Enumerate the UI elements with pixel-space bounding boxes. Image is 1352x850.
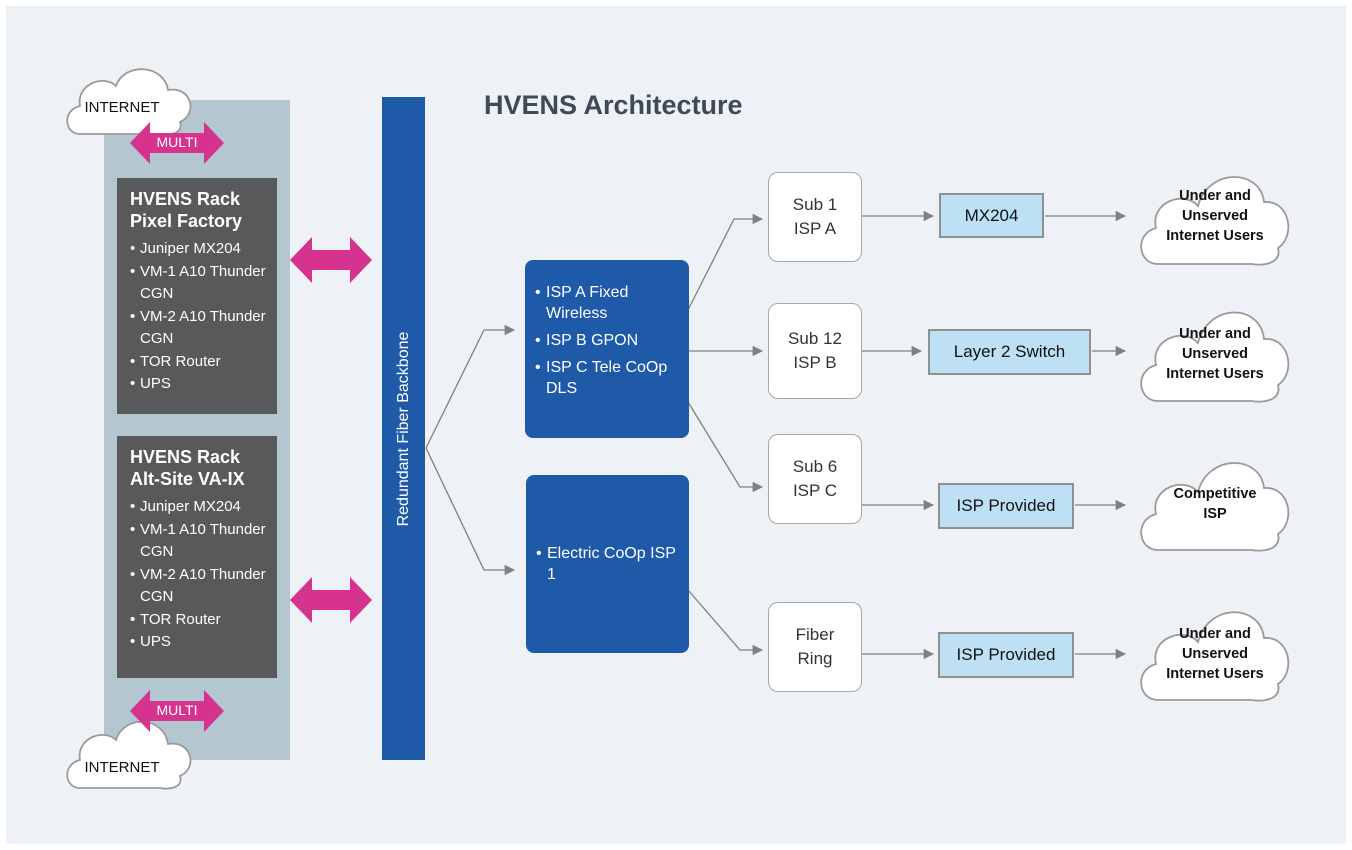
list-item: ISP B GPON [535,330,681,351]
backbone-to-hub1-connector [425,324,516,449]
multi-label-bottom: MULTI [156,702,198,718]
list-item: VM-2 A10 Thunder CGN [130,564,277,609]
internet-cloud-top [66,68,192,136]
isp-hub-primary: ISP A Fixed Wireless ISP B GPON ISP C Te… [525,260,689,438]
sub-box-sub6-isp-c: Sub 6 ISP C [768,434,862,524]
device-isp-provided: ISP Provided [938,483,1074,529]
list-item: Electric CoOp ISP 1 [536,543,681,585]
hub-isp-list: ISP A Fixed Wireless ISP B GPON ISP C Te… [535,282,681,399]
destination-cloud [1140,462,1290,552]
rack-alt-site-va-ix: HVENS Rack Alt-Site VA-IX Juniper MX204 … [117,436,277,678]
list-item: VM-1 A10 Thunder CGN [130,519,277,564]
redundant-fiber-backbone: Redundant Fiber Backbone [382,97,425,760]
destination-label: Under and Unserved Internet Users [1166,188,1264,244]
list-item: Juniper MX204 [130,496,277,519]
rack1-backbone-link-arrow [290,237,372,283]
list-item: VM-1 A10 Thunder CGN [130,261,277,306]
multi-label-top: MULTI [156,134,198,150]
diagram-title: HVENS Architecture [484,90,743,120]
list-item: VM-2 A10 Thunder CGN [130,306,277,351]
rack-pixel-factory: HVENS Rack Pixel Factory Juniper MX204 V… [117,178,277,414]
device-isp-provided: ISP Provided [938,632,1074,678]
list-item: TOR Router [130,351,277,374]
list-item: ISP A Fixed Wireless [535,282,681,324]
hub2-to-fiber-ring-connector [687,589,764,656]
list-item: TOR Router [130,609,277,632]
backbone-label: Redundant Fiber Backbone [394,331,412,526]
rack-equipment-list: Juniper MX204 VM-1 A10 Thunder CGN VM-2 … [117,238,277,396]
destination-label: Competitive ISP [1173,486,1257,522]
list-item: UPS [130,373,277,396]
rack2-backbone-link-arrow [290,577,372,623]
sub-box-sub12-isp-b: Sub 12 ISP B [768,303,862,399]
destination-label: Under and Unserved Internet Users [1166,326,1264,382]
device-layer2-switch: Layer 2 Switch [928,329,1091,375]
sub-box-fiber-ring: Fiber Ring [768,602,862,692]
hub1-to-sub6-connector [687,401,764,493]
destination-cloud [1140,611,1290,702]
internet-label-top: INTERNET [84,98,160,116]
rack-title: HVENS Rack Alt-Site VA-IX [130,447,245,489]
hub-isp-list: Electric CoOp ISP 1 [536,543,681,585]
internet-label-bottom: INTERNET [84,758,160,776]
list-item: Juniper MX204 [130,238,277,261]
multi-arrow-top [130,122,224,164]
destination-label: Under and Unserved Internet Users [1166,626,1264,682]
backbone-to-hub2-connector [425,447,516,576]
device-mx204: MX204 [939,193,1044,238]
rack-equipment-list: Juniper MX204 VM-1 A10 Thunder CGN VM-2 … [117,496,277,654]
list-item: ISP C Tele CoOp DLS [535,357,681,399]
isp-hub-electric-coop: Electric CoOp ISP 1 [526,475,689,653]
destination-cloud [1140,176,1290,266]
rack-title: HVENS Rack Pixel Factory [130,189,243,231]
sub-box-sub1-isp-a: Sub 1 ISP A [768,172,862,262]
list-item: UPS [130,631,277,654]
destination-cloud [1140,311,1290,403]
multi-arrow-bottom [130,690,224,732]
hub1-to-sub1-connector [687,213,764,311]
